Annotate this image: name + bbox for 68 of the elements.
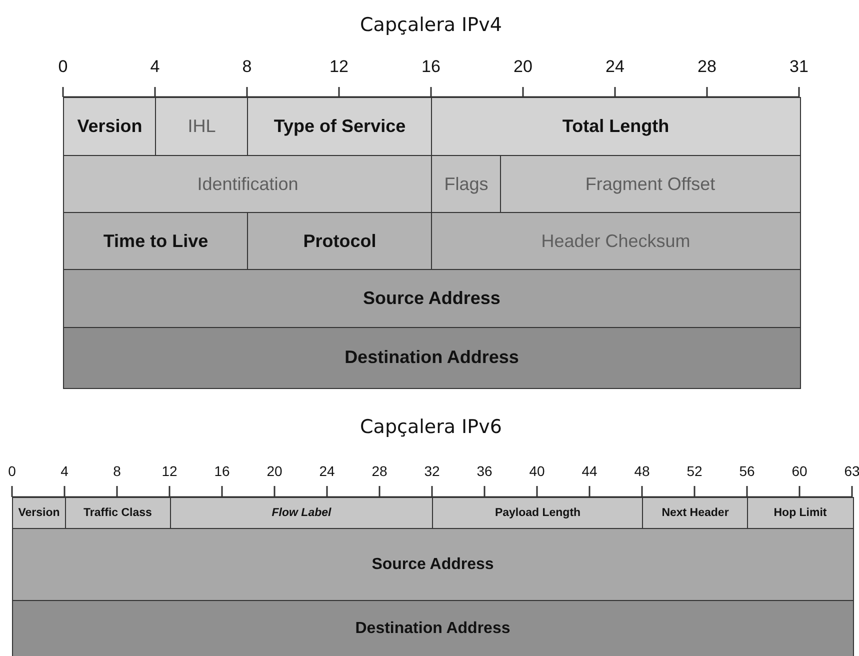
field-label: Destination Address bbox=[344, 347, 519, 368]
header-field bbox=[63, 327, 800, 388]
header-field bbox=[64, 497, 171, 530]
section-heading: Capçalera IPv6 bbox=[360, 416, 502, 438]
field-label: Next Header bbox=[662, 507, 729, 520]
header-field bbox=[63, 97, 156, 156]
bit-number: 44 bbox=[582, 463, 598, 479]
field-label: Traffic Class bbox=[84, 507, 152, 520]
bit-number: 12 bbox=[162, 463, 178, 479]
header-field bbox=[431, 97, 800, 156]
bit-number: 24 bbox=[606, 57, 624, 77]
field-label: Payload Length bbox=[494, 507, 581, 520]
bit-number: 56 bbox=[739, 463, 755, 479]
field-label: Protocol bbox=[303, 230, 376, 252]
header-field bbox=[12, 497, 66, 530]
bit-number: 12 bbox=[330, 57, 348, 77]
field-label: Identification bbox=[197, 174, 298, 195]
bit-number: 16 bbox=[422, 57, 440, 77]
field-label: Hop Limit bbox=[774, 507, 827, 520]
field-label: Destination Address bbox=[355, 620, 510, 638]
bit-number: 28 bbox=[698, 57, 716, 77]
bit-number: 52 bbox=[686, 463, 702, 479]
bit-number: 20 bbox=[266, 463, 282, 479]
header-field bbox=[155, 97, 248, 156]
header-field bbox=[432, 497, 644, 530]
bit-number: 0 bbox=[58, 57, 68, 77]
field-label: Flow Label bbox=[272, 507, 332, 520]
header-field bbox=[431, 212, 800, 270]
field-label: Version bbox=[77, 116, 142, 138]
header-field bbox=[642, 497, 748, 530]
field-label: Time to Live bbox=[103, 230, 208, 252]
field-label: Version bbox=[18, 507, 60, 520]
bit-number: 8 bbox=[113, 463, 121, 479]
bit-number: 32 bbox=[424, 463, 440, 479]
field-label: Source Address bbox=[372, 556, 494, 574]
field-label: Type of Service bbox=[274, 116, 406, 138]
field-label: Header Checksum bbox=[541, 230, 690, 252]
section-heading: Capçalera IPv4 bbox=[360, 14, 502, 36]
header-field bbox=[431, 155, 502, 214]
header-field bbox=[500, 155, 800, 214]
bit-number: 28 bbox=[372, 463, 388, 479]
bit-number: 4 bbox=[150, 57, 160, 77]
bit-number: 40 bbox=[529, 463, 545, 479]
header-field bbox=[247, 97, 432, 156]
bit-number: 48 bbox=[634, 463, 650, 479]
field-label: Flags bbox=[444, 174, 488, 195]
bit-number: 0 bbox=[8, 463, 16, 479]
bit-number: 16 bbox=[214, 463, 230, 479]
bit-number: 8 bbox=[242, 57, 252, 77]
header-field bbox=[12, 600, 854, 656]
bit-number: 63 bbox=[844, 463, 859, 479]
header-field bbox=[12, 528, 854, 602]
header-field bbox=[170, 497, 434, 530]
header-field bbox=[63, 269, 800, 328]
field-label: IHL bbox=[188, 116, 216, 138]
header-field bbox=[247, 212, 432, 270]
header-field bbox=[63, 212, 248, 270]
field-label: Total Length bbox=[562, 116, 670, 138]
bit-number: 36 bbox=[476, 463, 492, 479]
bit-number: 24 bbox=[319, 463, 335, 479]
field-label: Source Address bbox=[363, 288, 500, 310]
bit-number: 31 bbox=[790, 57, 808, 77]
header-field bbox=[63, 155, 432, 214]
field-label: Fragment Offset bbox=[585, 174, 716, 195]
bit-number: 4 bbox=[60, 463, 68, 479]
bit-number: 20 bbox=[514, 57, 532, 77]
bit-number: 60 bbox=[792, 463, 808, 479]
header-field bbox=[747, 497, 854, 530]
